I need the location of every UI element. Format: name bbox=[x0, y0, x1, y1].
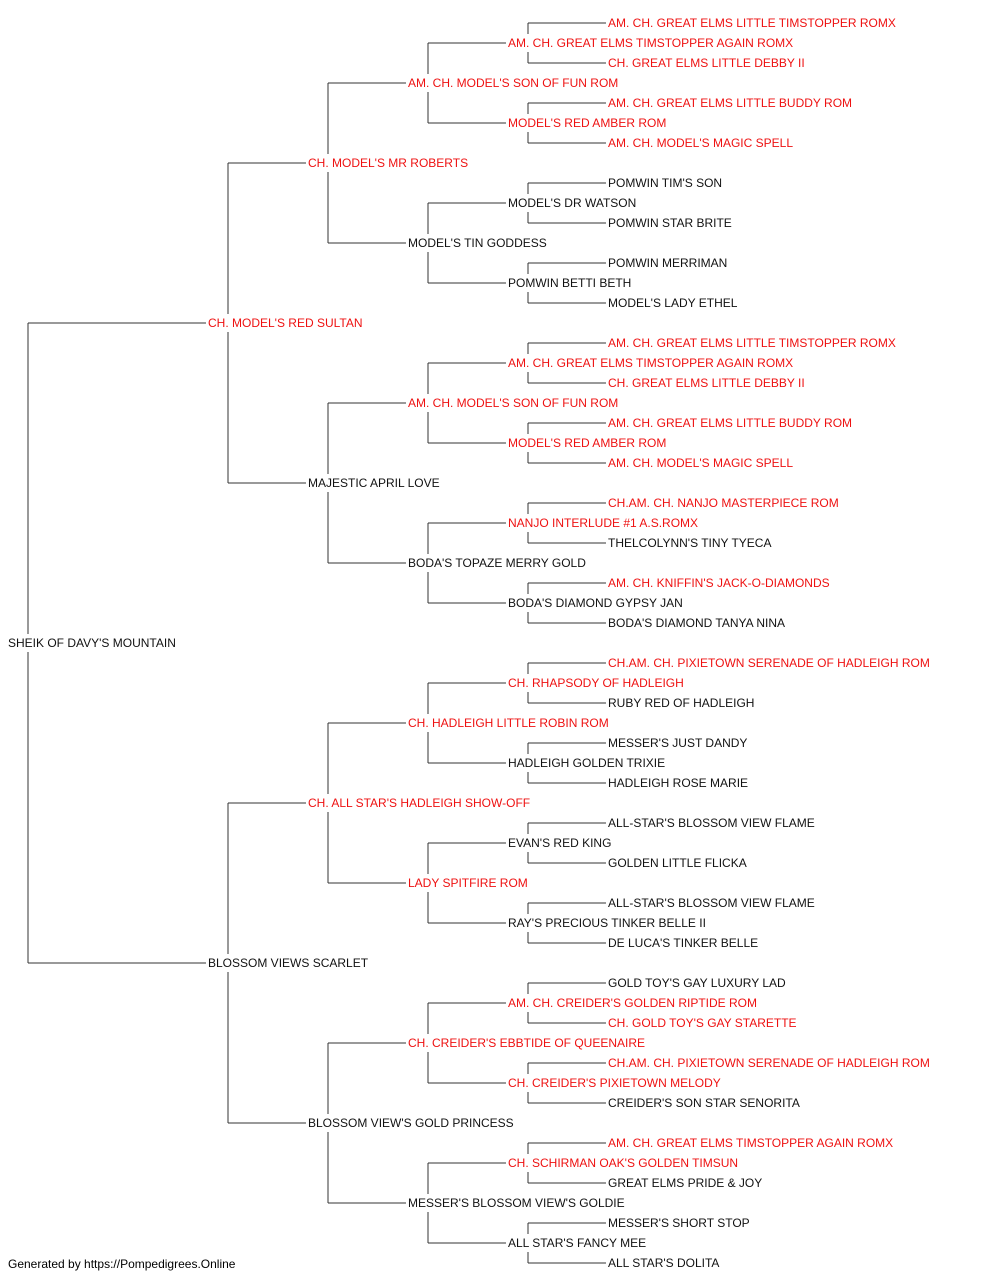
ancestor-gen5-23: ALL-STAR'S BLOSSOM VIEW FLAME bbox=[608, 896, 815, 910]
subject-name: SHEIK OF DAVY'S MOUNTAIN bbox=[8, 636, 176, 650]
ancestor-gen4-4: POMWIN BETTI BETH bbox=[508, 276, 631, 290]
ancestor-gen5-20: HADLEIGH ROSE MARIE bbox=[608, 776, 748, 790]
ancestor-gen3-7: CH. CREIDER'S EBBTIDE OF QUEENAIRE bbox=[408, 1036, 645, 1050]
ancestor-gen2-1: CH. MODEL'S MR ROBERTS bbox=[308, 156, 468, 170]
ancestor-gen5-31: MESSER'S SHORT STOP bbox=[608, 1216, 750, 1230]
ancestor-gen3-6: LADY SPITFIRE ROM bbox=[408, 876, 528, 890]
ancestor-gen5-25: GOLD TOY'S GAY LUXURY LAD bbox=[608, 976, 786, 990]
ancestor-gen4-16: ALL STAR'S FANCY MEE bbox=[508, 1236, 646, 1250]
ancestor-gen5-27: CH.AM. CH. PIXIETOWN SERENADE OF HADLEIG… bbox=[608, 1056, 930, 1070]
ancestor-gen5-6: POMWIN STAR BRITE bbox=[608, 216, 732, 230]
ancestor-gen5-1: AM. CH. GREAT ELMS LITTLE TIMSTOPPER ROM… bbox=[608, 16, 896, 30]
ancestor-gen5-26: CH. GOLD TOY'S GAY STARETTE bbox=[608, 1016, 797, 1030]
ancestor-gen5-12: AM. CH. MODEL'S MAGIC SPELL bbox=[608, 456, 793, 470]
ancestor-gen5-17: CH.AM. CH. PIXIETOWN SERENADE OF HADLEIG… bbox=[608, 656, 930, 670]
ancestor-gen3-8: MESSER'S BLOSSOM VIEW'S GOLDIE bbox=[408, 1196, 625, 1210]
ancestor-gen4-10: HADLEIGH GOLDEN TRIXIE bbox=[508, 756, 665, 770]
ancestor-gen3-2: MODEL'S TIN GODDESS bbox=[408, 236, 547, 250]
ancestor-gen4-15: CH. SCHIRMAN OAK'S GOLDEN TIMSUN bbox=[508, 1156, 738, 1170]
ancestor-gen5-8: MODEL'S LADY ETHEL bbox=[608, 296, 738, 310]
ancestor-gen5-29: AM. CH. GREAT ELMS TIMSTOPPER AGAIN ROMX bbox=[608, 1136, 893, 1150]
ancestor-gen5-19: MESSER'S JUST DANDY bbox=[608, 736, 747, 750]
ancestor-gen5-18: RUBY RED OF HADLEIGH bbox=[608, 696, 754, 710]
ancestor-gen5-7: POMWIN MERRIMAN bbox=[608, 256, 727, 270]
ancestor-gen5-28: CREIDER'S SON STAR SENORITA bbox=[608, 1096, 800, 1110]
ancestor-gen5-22: GOLDEN LITTLE FLICKA bbox=[608, 856, 747, 870]
ancestor-gen3-4: BODA'S TOPAZE MERRY GOLD bbox=[408, 556, 586, 570]
ancestor-gen4-14: CH. CREIDER'S PIXIETOWN MELODY bbox=[508, 1076, 721, 1090]
ancestor-gen4-1: AM. CH. GREAT ELMS TIMSTOPPER AGAIN ROMX bbox=[508, 36, 793, 50]
ancestor-gen3-5: CH. HADLEIGH LITTLE ROBIN ROM bbox=[408, 716, 609, 730]
ancestor-gen3-3: AM. CH. MODEL'S SON OF FUN ROM bbox=[408, 396, 618, 410]
ancestor-gen5-10: CH. GREAT ELMS LITTLE DEBBY II bbox=[608, 376, 805, 390]
ancestor-gen4-9: CH. RHAPSODY OF HADLEIGH bbox=[508, 676, 684, 690]
ancestor-gen4-11: EVAN'S RED KING bbox=[508, 836, 611, 850]
ancestor-gen4-7: NANJO INTERLUDE #1 A.S.ROMX bbox=[508, 516, 698, 530]
ancestor-gen5-21: ALL-STAR'S BLOSSOM VIEW FLAME bbox=[608, 816, 815, 830]
ancestor-gen5-9: AM. CH. GREAT ELMS LITTLE TIMSTOPPER ROM… bbox=[608, 336, 896, 350]
ancestor-gen4-6: MODEL'S RED AMBER ROM bbox=[508, 436, 666, 450]
ancestor-gen5-14: THELCOLYNN'S TINY TYECA bbox=[608, 536, 771, 550]
ancestor-gen1-2: BLOSSOM VIEWS SCARLET bbox=[208, 956, 369, 970]
ancestor-gen5-13: CH.AM. CH. NANJO MASTERPIECE ROM bbox=[608, 496, 839, 510]
ancestor-gen5-4: AM. CH. MODEL'S MAGIC SPELL bbox=[608, 136, 793, 150]
ancestor-gen5-24: DE LUCA'S TINKER BELLE bbox=[608, 936, 758, 950]
ancestor-gen4-5: AM. CH. GREAT ELMS TIMSTOPPER AGAIN ROMX bbox=[508, 356, 793, 370]
ancestor-gen5-3: AM. CH. GREAT ELMS LITTLE BUDDY ROM bbox=[608, 96, 852, 110]
ancestor-gen2-4: BLOSSOM VIEW'S GOLD PRINCESS bbox=[308, 1116, 514, 1130]
ancestor-gen4-13: AM. CH. CREIDER'S GOLDEN RIPTIDE ROM bbox=[508, 996, 757, 1010]
ancestor-gen4-12: RAY'S PRECIOUS TINKER BELLE II bbox=[508, 916, 706, 930]
ancestor-gen5-5: POMWIN TIM'S SON bbox=[608, 176, 722, 190]
ancestor-gen2-3: CH. ALL STAR'S HADLEIGH SHOW-OFF bbox=[308, 796, 530, 810]
ancestor-gen3-1: AM. CH. MODEL'S SON OF FUN ROM bbox=[408, 76, 618, 90]
footer-credit: Generated by https://Pompedigrees.Online bbox=[8, 1257, 236, 1271]
ancestor-gen4-8: BODA'S DIAMOND GYPSY JAN bbox=[508, 596, 683, 610]
ancestor-gen5-15: AM. CH. KNIFFIN'S JACK-O-DIAMONDS bbox=[608, 576, 830, 590]
ancestor-gen1-1: CH. MODEL'S RED SULTAN bbox=[208, 316, 363, 330]
ancestor-gen5-2: CH. GREAT ELMS LITTLE DEBBY II bbox=[608, 56, 805, 70]
ancestor-gen4-3: MODEL'S DR WATSON bbox=[508, 196, 636, 210]
ancestor-gen2-2: MAJESTIC APRIL LOVE bbox=[308, 476, 440, 490]
ancestor-gen5-32: ALL STAR'S DOLITA bbox=[608, 1256, 719, 1270]
ancestor-gen5-16: BODA'S DIAMOND TANYA NINA bbox=[608, 616, 785, 630]
ancestor-gen5-30: GREAT ELMS PRIDE & JOY bbox=[608, 1176, 762, 1190]
ancestor-gen5-11: AM. CH. GREAT ELMS LITTLE BUDDY ROM bbox=[608, 416, 852, 430]
ancestor-gen4-2: MODEL'S RED AMBER ROM bbox=[508, 116, 666, 130]
